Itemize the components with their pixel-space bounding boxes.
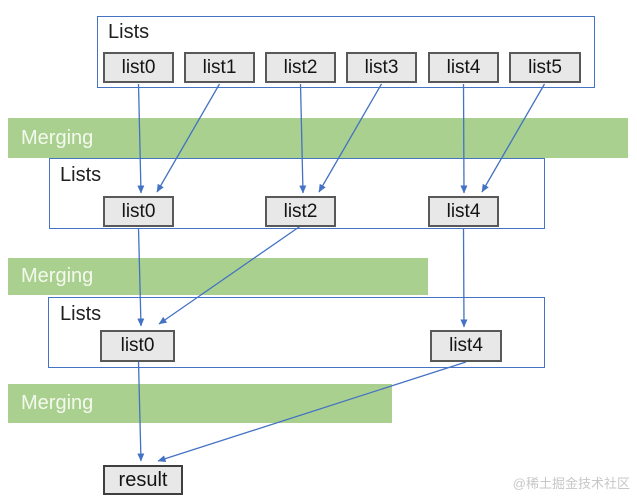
node-l1-list0: list0 [103, 196, 174, 227]
node-l0-list1: list1 [184, 52, 255, 83]
node-l1-list4: list4 [428, 196, 499, 227]
node-l0-list2: list2 [265, 52, 336, 83]
lists-label-level0: Lists [108, 21, 150, 43]
node-l0-list0: list0 [103, 52, 174, 83]
merging-band-1: Merging [8, 118, 628, 158]
lists-label-level1: Lists [60, 164, 102, 186]
merging-label-2: Merging [21, 265, 94, 287]
node-l1-list2: list2 [265, 196, 336, 227]
merging-label-1: Merging [21, 126, 94, 149]
lists-label-level2: Lists [60, 303, 102, 325]
merging-band-3: Merging [8, 384, 392, 423]
node-l2-list0: list0 [100, 330, 175, 362]
node-l2-list4: list4 [430, 330, 502, 362]
node-l0-list4: list4 [428, 52, 499, 83]
node-l0-list5: list5 [509, 52, 581, 83]
merging-label-3: Merging [21, 392, 94, 414]
node-l0-list3: list3 [346, 52, 417, 83]
merging-band-2: Merging [8, 258, 428, 295]
watermark-text: @稀土掘金技术社区 [512, 476, 630, 491]
node-result: result [103, 465, 183, 495]
